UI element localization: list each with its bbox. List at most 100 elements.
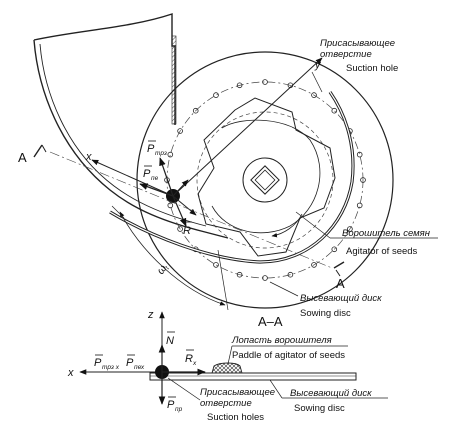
suction-hole [192,107,199,114]
x-axis-line [91,159,174,197]
suction-hole [311,92,317,98]
label-ppe: P пе [143,165,159,182]
leader-paddle [227,345,233,365]
inner-dashed-circle [196,111,334,249]
svg-text:пе: пе [151,175,159,182]
section-title: A–A [258,314,283,329]
svg-text:N: N [166,335,174,347]
svg-text:Sowing disc: Sowing disc [300,308,351,319]
svg-text:Suction hole: Suction hole [346,63,398,74]
suction-hole [356,151,363,158]
agitator-inner [211,119,321,234]
omega-ext-1 [111,205,125,219]
svg-text:P: P [167,399,175,411]
suction-hole [177,128,183,134]
suction-hole [331,246,338,253]
omega-ext-2 [217,249,229,311]
svg-text:P: P [147,143,155,155]
callout-sowing-disc-2: Высевающий диск Sowing disc [290,388,372,414]
callout-paddle: Лопасть ворошителя Paddle of agitator of… [231,335,345,361]
svg-text:Suction holes: Suction holes [207,412,264,423]
label-rx: R x [185,349,197,367]
hopper-housing [33,13,229,239]
svg-text:R: R [183,225,191,237]
suction-hole [167,151,174,158]
leader-suction-holes [167,377,201,401]
leader-sowing-disc-2 [269,379,283,399]
force-ppe-arrow [139,183,174,197]
label-ptrzx: P трз x [94,354,120,371]
svg-text:трз x: трз x [102,364,120,371]
force-r-arrow [172,195,187,227]
z-axis-label: z [147,309,154,321]
rotation-arrow [271,213,303,238]
suction-hole [356,202,363,209]
svg-text:A: A [336,276,345,291]
leader-sowing-disc [269,281,299,297]
top-view: y x P трз P пе R ω t [18,13,438,329]
label-pnex: P пех [126,354,145,371]
svg-text:Paddle of agitator of seeds: Paddle of agitator of seeds [232,350,345,361]
section-mark-left: A [18,144,47,165]
svg-text:Высевающий диск: Высевающий диск [300,293,382,304]
svg-text:пех: пех [134,364,145,371]
suction-hole [236,82,243,89]
suction-hole [311,262,317,268]
svg-text:Ворошитель семян: Ворошитель семян [342,228,431,239]
force-down-arrow [172,195,197,216]
svg-text:A: A [18,150,27,165]
suction-hole [360,177,366,183]
leader-agitator [295,211,331,239]
svg-text:x: x [192,360,197,367]
suction-hole [262,275,268,281]
label-omega: ω t [155,262,172,276]
agitator-star [197,97,336,257]
svg-text:Лопасть ворошителя: Лопасть ворошителя [231,335,332,346]
callout-agitator: Ворошитель семян Agitator of seeds [342,228,431,257]
hopper-wall-hatch [171,35,177,125]
svg-text:Sowing disc: Sowing disc [294,403,345,414]
x-axis-label-2: x [67,367,74,379]
suction-hole [287,271,294,278]
section-view: z x N R x P трз x P пех P [67,309,388,423]
label-ptrz: P трз [147,140,167,157]
y-axis-label: y [314,59,322,71]
suction-hole [236,271,243,278]
suction-hole [262,79,268,85]
label-r: R [183,221,192,237]
hub-circle [242,157,288,203]
omega-dimension-arc [119,211,226,306]
svg-text:Agitator of seeds: Agitator of seeds [346,246,418,257]
hub-square [250,165,280,195]
section-cut-line [49,151,333,269]
label-n: N [166,331,175,347]
suction-hole [167,202,174,209]
hub-square-inner [254,169,276,191]
suction-hole [331,107,338,114]
svg-text:трз: трз [155,150,167,157]
section-disc-plate [149,372,357,381]
force-up-arrow [172,179,189,197]
leader-suction-hole [311,71,323,93]
section-paddle [211,362,243,374]
svg-text:R: R [185,353,193,365]
svg-text:P: P [94,357,102,369]
svg-text:P: P [126,357,134,369]
svg-text:пр: пр [175,406,183,413]
y-axis-line [172,57,323,197]
callout-sowing-disc: Высевающий диск Sowing disc [300,293,382,319]
svg-text:P: P [143,168,151,180]
force-ptrz-arrow [159,157,174,197]
label-ppr: P пр [167,396,183,413]
suction-hole [213,92,219,98]
svg-text:t: t [164,264,171,270]
suction-hole [347,226,353,232]
x-axis-label: x [85,151,92,163]
section-mark-right: A [333,261,345,291]
svg-text:Высевающий диск: Высевающий диск [290,388,372,399]
